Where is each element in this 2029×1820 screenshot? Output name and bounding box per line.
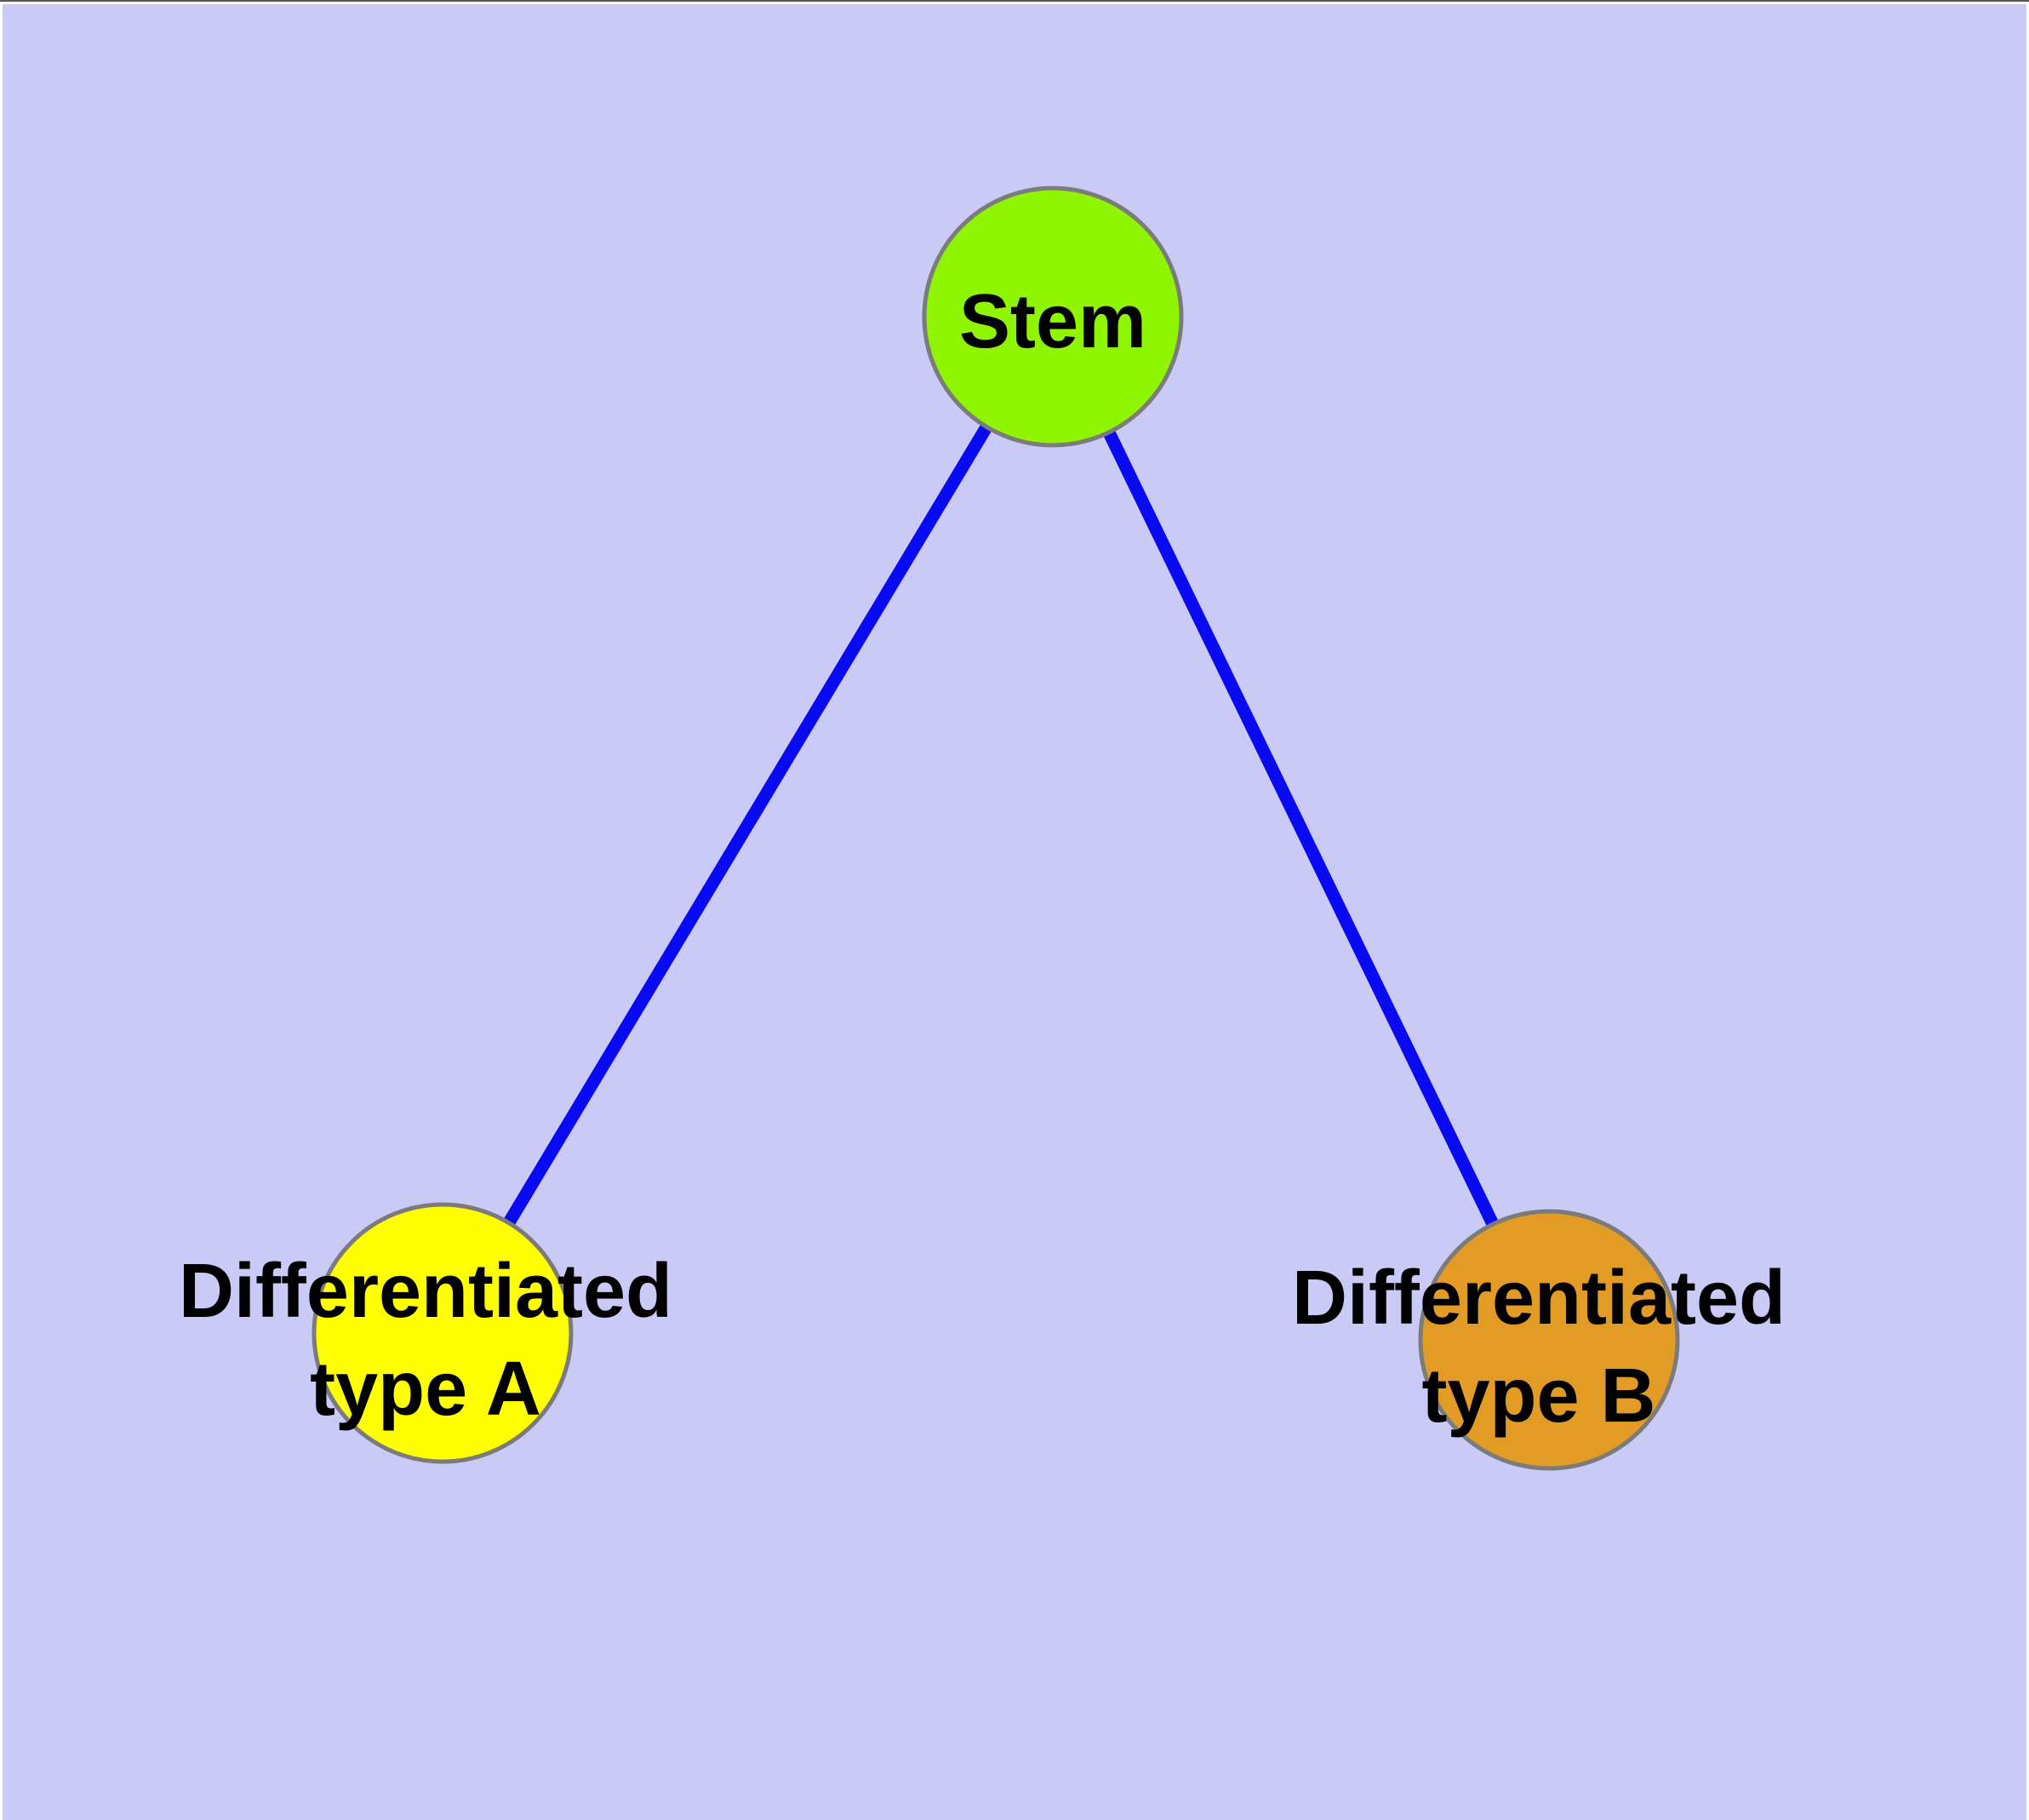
frame-top-hairline <box>0 0 2029 2</box>
node-type-a-label-line1: Differentiated <box>179 1249 672 1334</box>
node-stem <box>922 186 1184 448</box>
node-differentiated-type-b <box>1418 1209 1680 1471</box>
node-stem-label: Stem <box>959 279 1146 364</box>
node-differentiated-type-a <box>311 1202 574 1464</box>
node-type-b-label-line1: Differentiated <box>1292 1256 1786 1341</box>
edge-stem-to-type-b <box>1047 313 1555 1343</box>
node-type-b-label-line2: type B <box>1421 1354 1655 1439</box>
edge-stem-to-type-a <box>437 313 1059 1336</box>
node-type-a-label-line2: type A <box>310 1347 541 1432</box>
